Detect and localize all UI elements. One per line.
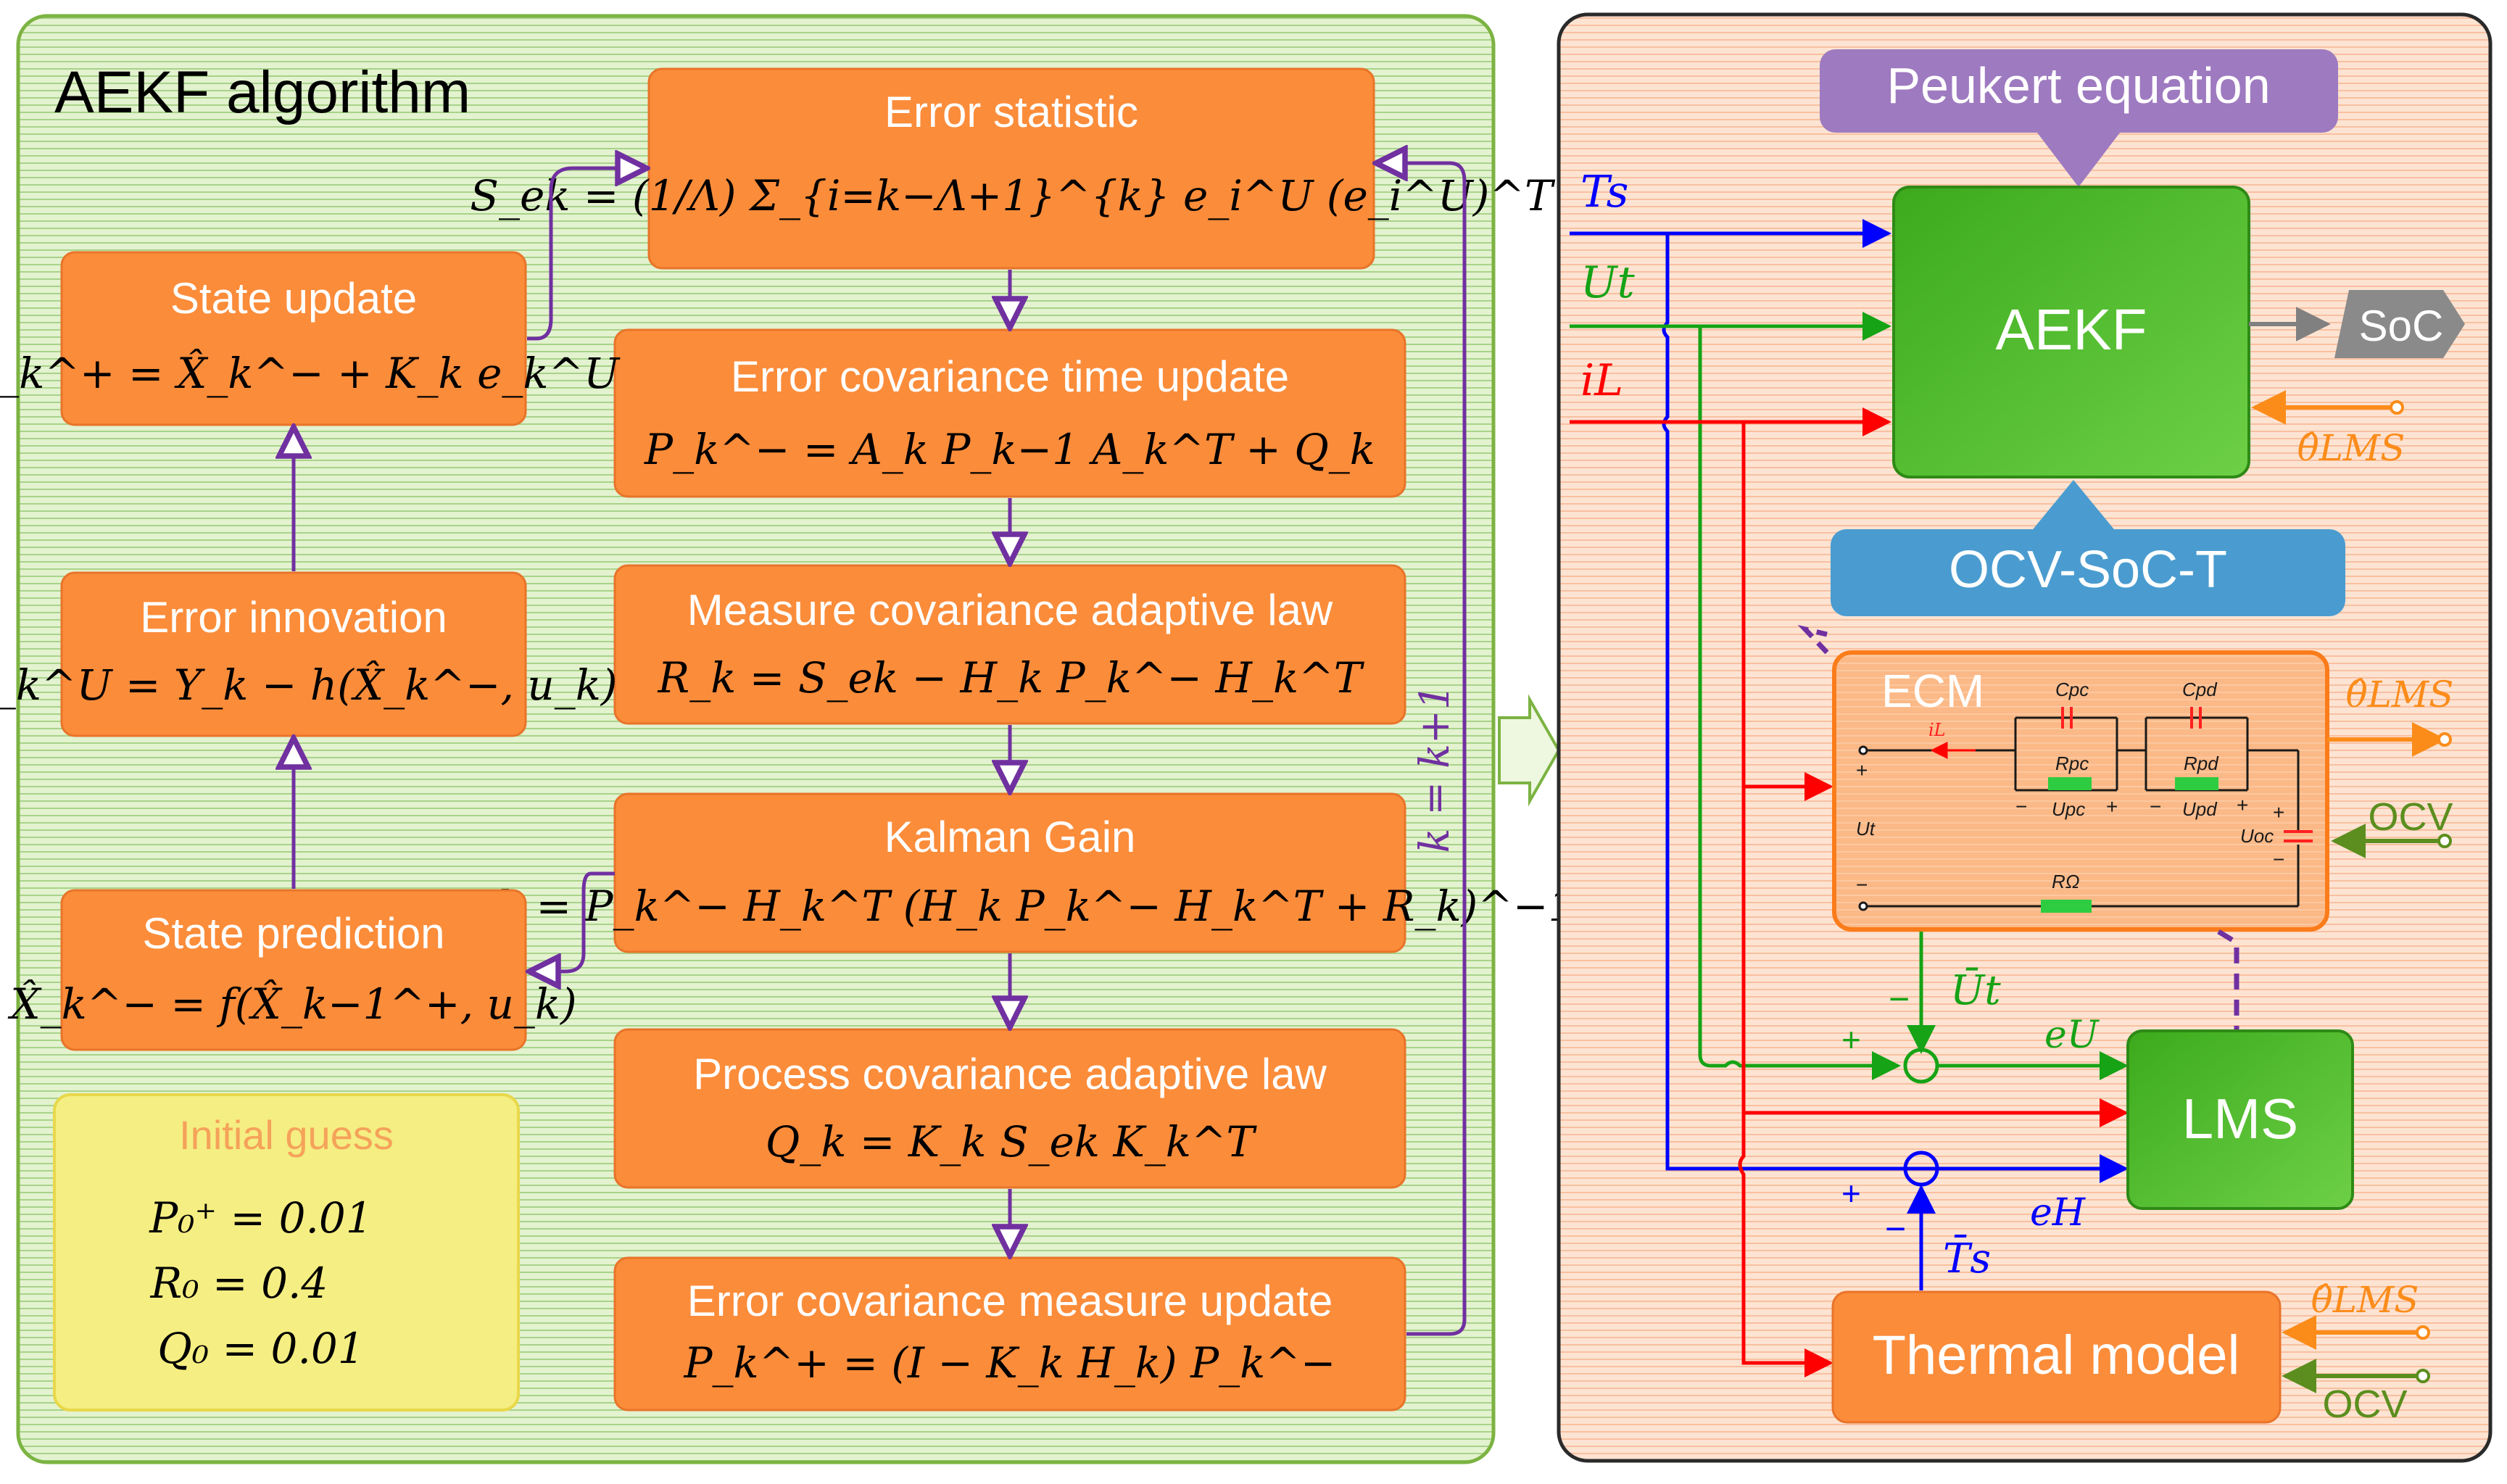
ecm-resistor-rpd: [2175, 777, 2218, 790]
ecm-plus-left: +: [1856, 759, 1868, 782]
ecm-minus-left: −: [1856, 874, 1868, 896]
lms-block: LMS: [2126, 1029, 2354, 1210]
panel-transition-arrow: [1498, 694, 1561, 807]
input-ut-label: Ut: [1580, 257, 1636, 308]
peukert-block: Peukert equation: [1820, 49, 2338, 187]
loop-counter-label: k = k+1: [1412, 684, 1459, 853]
initial-guess-line-1: P₀⁺ = 0.01: [149, 1193, 373, 1243]
error-cov-time-formula: P_k^− = A_k P_k−1 A_k^T + Q_k: [644, 425, 1375, 474]
lms-label: LMS: [2182, 1087, 2298, 1151]
process-cov-title: Process covariance adaptive law: [693, 1050, 1327, 1098]
error-innovation-box: Error innovation e_k^U = Y_k − h(X̂_k^−,…: [0, 571, 617, 737]
il-signal-lines: [1570, 407, 1891, 1365]
soc-label: SoC: [2359, 302, 2444, 350]
kalman-gain-formula: K_k = P_k^− H_k^T (H_k P_k^− H_k^T + R_k…: [444, 882, 1575, 931]
measure-cov-title: Measure covariance adaptive law: [687, 586, 1333, 634]
thermal-theta-terminal: [2416, 1325, 2430, 1340]
process-cov-formula: Q_k = K_k S_ek K_k^T: [766, 1117, 1258, 1166]
ut-bar-label: Ūt: [1950, 967, 2001, 1014]
ecm-theta-label: θ̂LMS: [2346, 673, 2454, 716]
ocv-soc-t-block: OCV-SoC-T: [1831, 480, 2345, 616]
error-cov-measure-box: Error covariance measure update P_k^+ = …: [613, 1256, 1406, 1412]
ecm-uoc-label: Uoc: [2240, 825, 2274, 847]
soc-output: SoC: [2334, 290, 2465, 358]
ecm-block: ECM: [1832, 650, 2329, 932]
theta-lms-aekf-terminal: [2390, 400, 2404, 415]
ecm-il-label: iL: [1928, 720, 1946, 740]
eu-label: eU: [2044, 1013, 2100, 1057]
initial-guess-line-2: R₀ = 0.4: [150, 1259, 328, 1308]
ecm-romega-label: RΩ: [2052, 871, 2080, 892]
error-cov-time-box: Error covariance time update P_k^− = A_k…: [613, 328, 1406, 498]
ocv-soc-t-label: OCV-SoC-T: [1949, 541, 2227, 599]
thermal-model-label: Thermal model: [1873, 1325, 2240, 1386]
input-il-label: iL: [1580, 355, 1623, 406]
ecm-lms-dashed-link: [1797, 624, 1829, 655]
ecm-rpd-label: Rpd: [2184, 753, 2219, 774]
ecm-ocv-label: OCV: [2368, 795, 2453, 839]
error-statistic-title: Error statistic: [884, 88, 1138, 136]
ecm-theta-terminal: [2437, 732, 2452, 747]
ecm-minus-rpc: −: [2015, 795, 2027, 818]
measure-cov-formula: R_k = S_ek − H_k P_k^− H_k^T: [658, 653, 1365, 702]
lms-ecm-dashed-link: [2217, 929, 2239, 1029]
state-update-box: State update X̂_k^+ = X̂_k^− + K_k e_k^U: [0, 251, 621, 426]
ecm-rpc-label: Rpc: [2055, 753, 2089, 774]
state-prediction-title: State prediction: [143, 909, 445, 958]
state-update-formula: X̂_k^+ = X̂_k^− + K_k e_k^U: [0, 348, 621, 398]
ecm-minus-uoc: −: [2273, 848, 2284, 871]
ecm-resistor-romega: [2041, 900, 2092, 913]
ut-signal-lines: [1570, 312, 1898, 1068]
ecm-resistor-rpc: [2048, 777, 2092, 790]
initial-guess-box: Initial guess P₀⁺ = 0.01 R₀ = 0.4 Q₀ = 0…: [53, 1093, 520, 1412]
error-innovation-formula: e_k^U = Y_k − h(X̂_k^−, u_k): [0, 660, 617, 710]
ut-minus-sign: −: [1889, 979, 1910, 1019]
error-cov-measure-title: Error covariance measure update: [687, 1277, 1333, 1325]
theta-lms-aekf-label: θ̂LMS: [2297, 427, 2406, 469]
ecm-upd-label: Upd: [2182, 798, 2218, 820]
kalman-gain-title: Kalman Gain: [884, 813, 1136, 861]
error-innovation-title: Error innovation: [140, 593, 447, 642]
ts-plus-sign: +: [1841, 1174, 1861, 1212]
ecm-ocv-terminal: [2437, 834, 2452, 848]
peukert-label: Peukert equation: [1886, 57, 2270, 114]
state-prediction-formula: X̂_k^− = f(X̂_k−1^+, u_k): [7, 979, 576, 1029]
process-cov-box: Process covariance adaptive law Q_k = K_…: [613, 1028, 1406, 1189]
initial-guess-title: Initial guess: [179, 1112, 394, 1158]
aekf-label: AEKF: [1996, 297, 2147, 362]
input-ts-label: Ts: [1580, 167, 1628, 217]
ecm-cpd-label: Cpd: [2182, 679, 2218, 700]
eh-label: eH: [2030, 1191, 2087, 1235]
ts-minus-sign: −: [1885, 1209, 1906, 1249]
ecm-capacitors: [2061, 707, 2313, 842]
ts-bar-label: T̄s: [1943, 1234, 1991, 1282]
ecm-minus-rpd: −: [2150, 795, 2161, 818]
measure-cov-box: Measure covariance adaptive law R_k = S_…: [613, 564, 1406, 725]
thermal-model-block: Thermal model: [1831, 1290, 2282, 1424]
ut-plus-sign: +: [1841, 1021, 1861, 1058]
kalman-gain-box: Kalman Gain K_k = P_k^− H_k^T (H_k P_k^−…: [444, 792, 1575, 953]
thermal-ocv-label: OCV: [2322, 1383, 2407, 1426]
error-statistic-formula: S_ek = (1/Λ) Σ_{i=k−Λ+1}^{k} e_i^U (e_i^…: [470, 171, 1556, 220]
ecm-cpc-label: Cpc: [2055, 679, 2089, 700]
ecm-ut-label: Ut: [1856, 818, 1876, 840]
initial-guess-line-3: Q₀ = 0.01: [157, 1324, 364, 1373]
error-cov-time-title: Error covariance time update: [731, 352, 1289, 401]
ecm-plus-uoc: +: [2273, 801, 2284, 824]
state-update-title: State update: [170, 274, 417, 323]
aekf-algorithm-title: AEKF algorithm: [54, 59, 471, 125]
aekf-flow-arrows: [294, 163, 1467, 1336]
error-cov-measure-formula: P_k^+ = (I − K_k H_k) P_k^−: [684, 1338, 1336, 1388]
thermal-ocv-terminal: [2416, 1369, 2430, 1383]
aekf-block: AEKF: [1892, 186, 2250, 478]
ecm-plus-rpd: +: [2237, 794, 2248, 816]
ecm-plus-rpc: +: [2106, 795, 2118, 818]
thermal-theta-label: θ̂LMS: [2311, 1279, 2419, 1321]
ecm-title: ECM: [1881, 665, 1984, 717]
state-prediction-box: State prediction X̂_k^− = f(X̂_k−1^+, u_…: [7, 889, 577, 1051]
ecm-upc-label: Upc: [2052, 798, 2085, 820]
